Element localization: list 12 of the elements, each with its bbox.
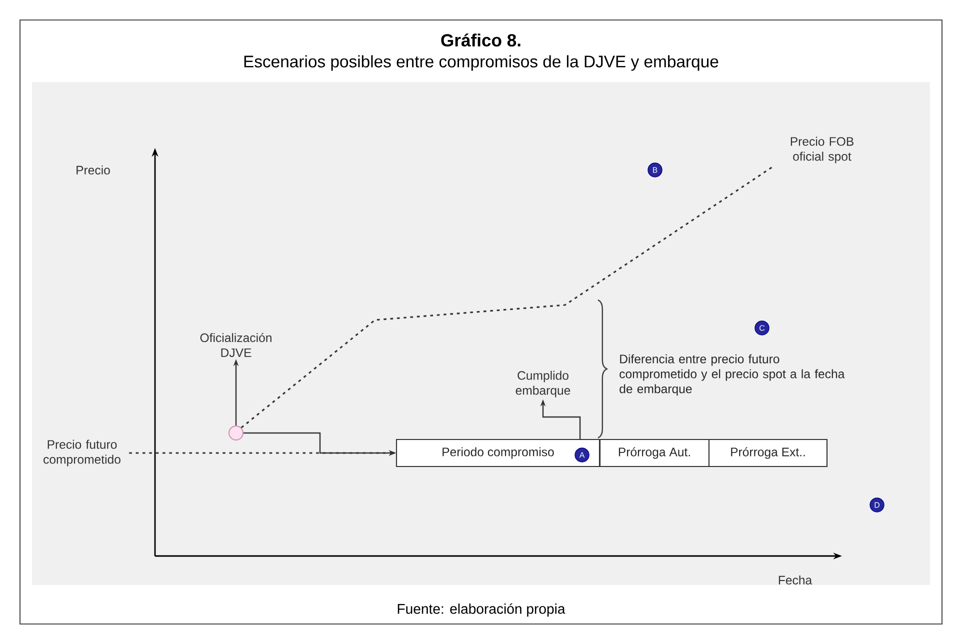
annotation-text: Oficialización DJVE <box>200 332 272 358</box>
annotation-text: Cumplido embarque <box>516 370 570 398</box>
caption: Fuente: elaboración propia <box>398 603 566 617</box>
subtitle: Escenarios posibles entre compromisos de la DJVE y embarque <box>244 55 718 71</box>
title: Gráfico 8. <box>441 33 520 46</box>
annotation-text: Precio futuro comprometido <box>44 440 120 466</box>
annotation-text: Diferencia entre precio futuro comprometido y el precio spot a la fecha de embarque <box>620 354 845 396</box>
axis-label: Fecha <box>778 575 812 584</box>
period-box: Prórroga Aut. <box>599 438 710 468</box>
axis-label: Precio <box>76 165 110 174</box>
period-box: Prórroga Ext.. <box>708 438 828 468</box>
annotation-text: Precio FOB oficial spot <box>790 136 854 164</box>
